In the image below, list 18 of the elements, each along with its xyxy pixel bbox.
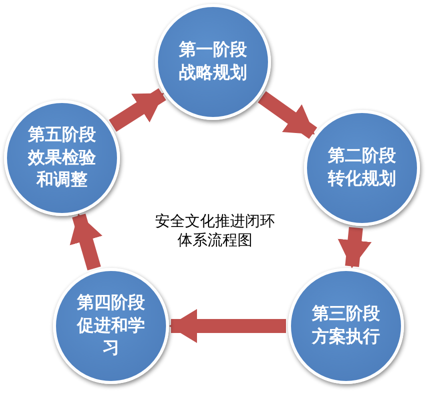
block-arrow [108,88,166,132]
stage-number: 第四阶段 [76,292,146,315]
block-arrow [70,214,102,270]
stage-number: 第五阶段 [27,124,97,147]
stage-number: 第一阶段 [178,39,248,62]
stage-circle [155,4,271,120]
stage-title: 转化规划 [326,168,397,191]
stage-circle [304,110,420,226]
block-arrow [338,227,372,268]
block-arrow [169,309,286,343]
block-arrow [258,91,318,139]
stage-title: 促进和学习 [76,314,146,360]
stage-title: 效果检验和调整 [26,146,97,192]
stage-title: 战略规划 [178,62,248,85]
stage-title: 方案执行 [310,326,381,349]
stage-number: 第二阶段 [327,145,397,168]
center-caption: 安全文化推进闭环体系流程图 [155,212,275,250]
stage-number: 第三阶段 [311,303,381,326]
